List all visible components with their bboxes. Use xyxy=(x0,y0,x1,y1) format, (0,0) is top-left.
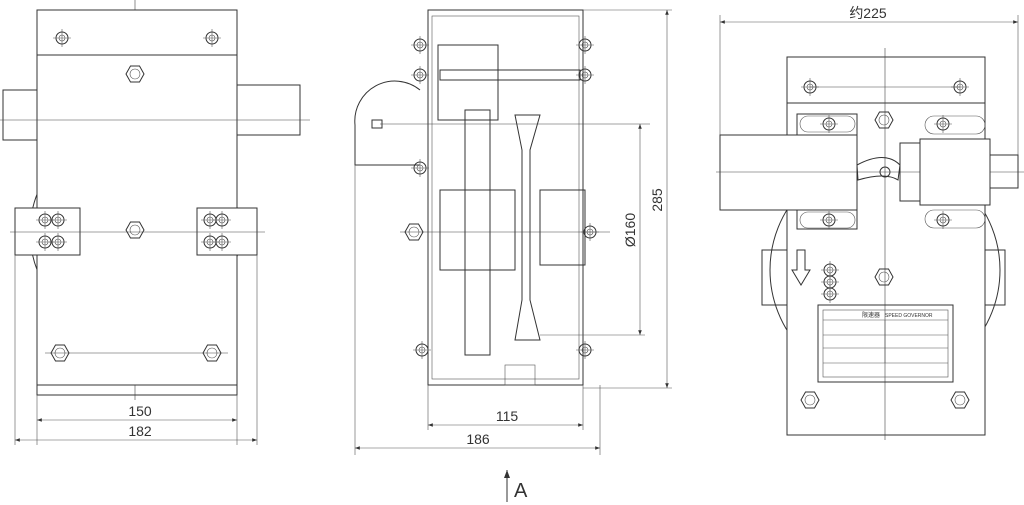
side-view: 115 186 285 Ø160 A xyxy=(354,9,672,502)
rear-view: 约225 限速器 SPEED GOVERNOR xyxy=(716,5,1024,440)
front-view: 150 182 xyxy=(0,0,310,445)
dim-diameter-160-label: Ø160 xyxy=(622,213,638,247)
view-a-label: A xyxy=(514,480,528,502)
dim-186-label: 186 xyxy=(466,431,490,447)
dim-150-label: 150 xyxy=(128,403,152,419)
nameplate-title-cn: 限速器 xyxy=(862,311,880,319)
dim-182-label: 182 xyxy=(128,423,152,439)
dim-285-label: 285 xyxy=(649,188,665,212)
nameplate-title-en: SPEED GOVERNOR xyxy=(885,313,933,319)
dim-115-label: 115 xyxy=(496,408,519,424)
nameplate: 限速器 SPEED GOVERNOR xyxy=(817,304,954,383)
dim-225-label: 约225 xyxy=(849,5,887,21)
